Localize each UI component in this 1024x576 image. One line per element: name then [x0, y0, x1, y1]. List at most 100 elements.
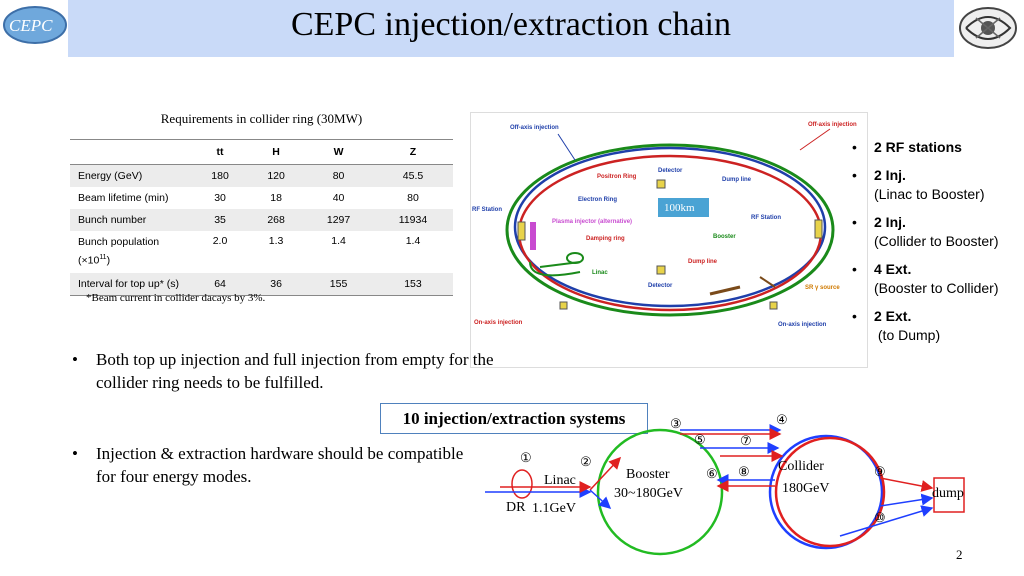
collider-energy-label: 180GeV — [782, 481, 829, 496]
linac-label: Linac — [544, 473, 576, 488]
table-row: Bunch number 35 268 1297 11934 — [70, 209, 453, 231]
ring-label-off-axis-injection: Off-axis injection — [510, 125, 559, 131]
marker-label: ③ — [670, 416, 682, 431]
marker-label: ② — [580, 454, 592, 469]
table-row: Energy (GeV) 180 120 80 45.5 — [70, 164, 453, 187]
table-cell: 2.0 — [212, 235, 228, 247]
table-cell: 64 — [192, 272, 249, 296]
list-item-title: 4 Ext. — [874, 261, 912, 277]
list-item: • 4 Ext. (Booster to Collider) — [852, 260, 1024, 298]
table-cell: 1.4 — [331, 235, 346, 247]
ring-label-booster: Booster — [713, 234, 736, 240]
table-cell: 80 — [407, 192, 419, 204]
bullet-dot: • — [72, 444, 78, 463]
table-cell: 180 — [192, 164, 249, 187]
table-cell: 80 — [304, 164, 373, 187]
table-cell: 1.3 — [268, 235, 284, 247]
list-item-title: 2 Inj. — [874, 167, 906, 183]
ring-label-circumference: 100km — [664, 202, 695, 214]
bullet-dot: • — [852, 308, 857, 324]
list-item-title: 2 RF stations — [874, 139, 962, 155]
table-note: *Beam current in collider dacays by 3%. — [86, 292, 266, 304]
table-row: Bunch population (×1011) 2.0 1.3 1.4 1.4 — [70, 231, 453, 273]
table-header: H — [248, 139, 305, 165]
table-cell: 18 — [270, 192, 282, 204]
table-cell: 45.5 — [372, 164, 453, 187]
table-cell: 36 — [248, 272, 305, 296]
institute-logo — [956, 2, 1020, 52]
table-header: W — [304, 139, 373, 165]
table-cell: 35 — [192, 209, 249, 231]
ring-label-rf-station: RF Station — [472, 207, 502, 213]
bullet-dot: • — [852, 214, 857, 230]
collider-label: Collider — [778, 459, 824, 474]
svg-text:CEPC: CEPC — [9, 16, 53, 35]
ring-label-off-axis-injection: Off-axis injection — [808, 122, 857, 128]
marker-label: ⑨ — [874, 464, 886, 479]
row-label: Bunch number — [70, 209, 192, 231]
dr-label: DR — [506, 500, 526, 515]
table-header: tt — [192, 139, 249, 165]
marker-label: ⑥ — [706, 466, 718, 481]
table-header-empty — [70, 139, 192, 165]
row-label-exponent: 11 — [99, 254, 107, 261]
page-number: 2 — [956, 547, 963, 562]
bullet-dot: • — [72, 350, 78, 369]
table-cell: 155 — [304, 272, 373, 296]
row-label: Bunch population (×1011) — [70, 231, 192, 273]
bullet-dot: • — [852, 167, 857, 183]
booster-energy-label: 30~180GeV — [614, 486, 683, 501]
table-cell: 153 — [372, 272, 453, 296]
title-bar — [68, 0, 954, 57]
row-label: Energy (GeV) — [70, 164, 192, 187]
ring-label-rf-station: RF Station — [751, 215, 781, 221]
list-item: • 2 Inj. (Collider to Booster) — [852, 213, 1024, 251]
table-cell: 120 — [248, 164, 305, 187]
dump-label: dump — [932, 486, 964, 501]
list-item-detail: (Collider to Booster) — [874, 233, 999, 249]
table-cell: 1.4 — [405, 235, 421, 247]
page-title: CEPC injection/extraction chain — [290, 6, 731, 43]
table-cell: 1297 — [304, 209, 373, 231]
booster-label: Booster — [626, 467, 670, 482]
list-item: •2 Inj.(Linac to Booster) — [852, 166, 1024, 204]
ring-layout-diagram: 100km Off-axis injection Off-axis inject… — [470, 112, 868, 368]
list-item-detail: (Booster to Collider) — [874, 280, 999, 296]
cepc-logo: CEPC — [2, 2, 68, 46]
marker-label: ⑦ — [740, 433, 752, 448]
row-label-text: Bunch population — [78, 236, 160, 248]
bullet-point: • Both top up injection and full injectio… — [72, 348, 526, 394]
marker-label: ⑤ — [694, 432, 706, 447]
list-item-title: 2 Inj. — [874, 214, 906, 230]
table-row: Interval for top up* (s) 64 36 155 153 — [70, 272, 453, 296]
ring-label-dump-line: Dump line — [688, 259, 718, 265]
bullet-dot: • — [852, 139, 857, 155]
marker-label: ④ — [776, 412, 788, 427]
bullet-dot: • — [852, 261, 857, 277]
ring-label-plasma-injector: Plasma injector (alternative) — [552, 219, 632, 225]
ring-label-detector: Detector — [648, 283, 673, 289]
ring-label-positron-ring: Positron Ring — [597, 174, 637, 180]
ring-label-dump-line: Dump line — [722, 177, 752, 183]
table-cell: 40 — [332, 192, 345, 204]
bullet-text: Both top up injection and full injection… — [96, 350, 494, 392]
injection-chain-diagram: dump Linac DR 1.1GeV Booster 30~180GeV C… — [480, 408, 1020, 558]
list-item: • 2 RF stations — [852, 138, 1024, 157]
list-item: •2 Ext. (to Dump) — [852, 307, 1024, 345]
table-header-row: tt H W Z — [70, 139, 453, 165]
requirements-table: tt H W Z Energy (GeV) 180 120 80 45.5 Be… — [70, 139, 453, 296]
ring-label-electron-ring: Electron Ring — [578, 197, 617, 203]
row-label-close: ) — [106, 254, 111, 267]
ring-label-on-axis-injection: On-axis injection — [474, 320, 523, 326]
marker-label: ⑩ — [874, 510, 886, 525]
row-label: Interval for top up* (s) — [70, 272, 192, 296]
table-row: Beam lifetime (min) 30 18 40 80 — [70, 187, 453, 209]
row-label: Beam lifetime (min) — [78, 192, 169, 204]
list-item-detail: (to Dump) — [874, 327, 941, 343]
ring-label-sr-source: SR γ source — [805, 285, 840, 291]
marker-label: ⑧ — [738, 464, 750, 479]
table-cell: 268 — [248, 209, 305, 231]
table-cell: 30 — [214, 192, 226, 204]
ring-label-detector: Detector — [658, 168, 683, 174]
ring-label-on-axis-injection: On-axis injection — [778, 322, 827, 328]
